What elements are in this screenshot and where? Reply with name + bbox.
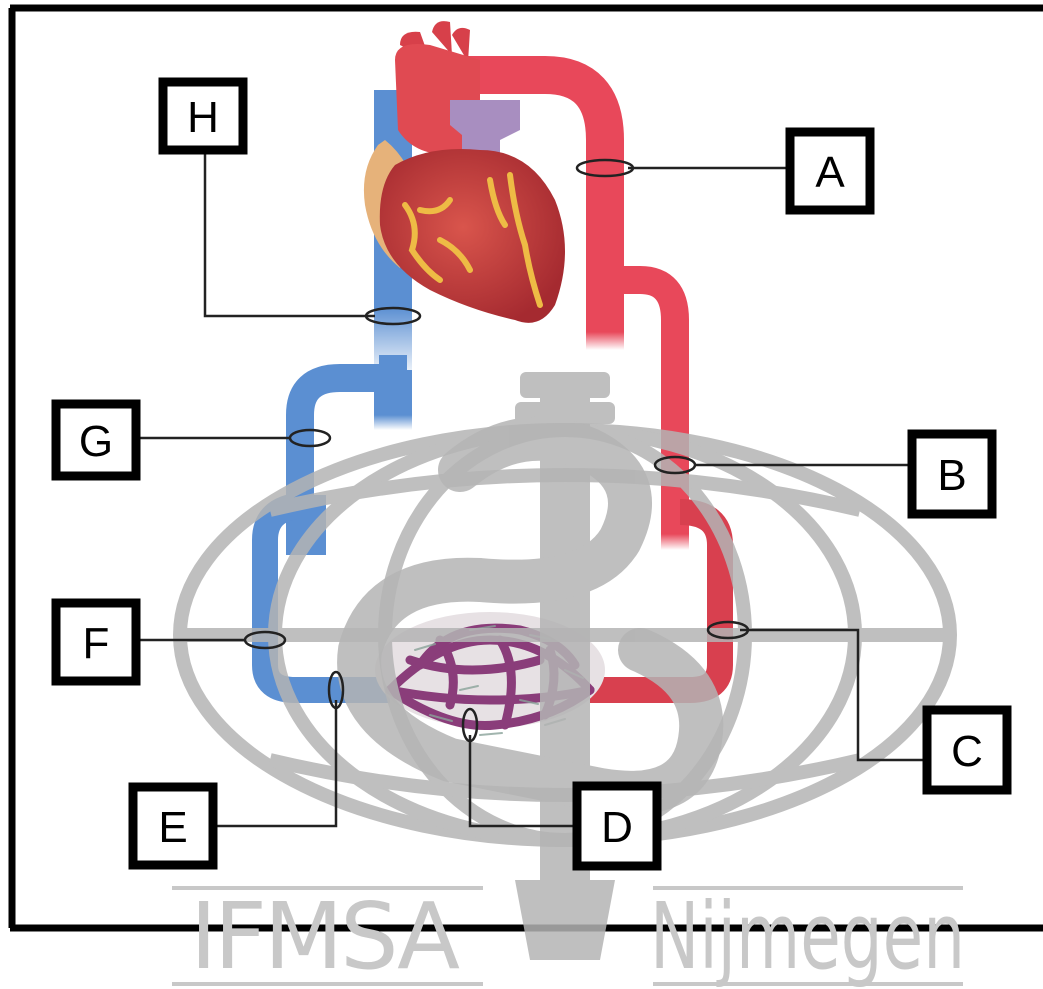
- vein-g-stub: [374, 370, 412, 430]
- label-box-h: H: [163, 82, 243, 150]
- label-box-f: F: [56, 603, 136, 681]
- label-box-b: B: [912, 434, 992, 514]
- label-box-g: G: [56, 404, 136, 476]
- label-f-text: F: [83, 619, 110, 668]
- label-box-e: E: [133, 787, 213, 865]
- label-box-d: D: [577, 786, 657, 866]
- label-box-a: A: [790, 132, 870, 210]
- label-g-text: G: [79, 417, 113, 466]
- label-b-text: B: [937, 451, 966, 500]
- label-c-text: C: [951, 727, 983, 776]
- label-box-c: C: [927, 710, 1007, 790]
- label-a-text: A: [815, 148, 845, 197]
- watermark-left-text: IFMSA: [190, 883, 460, 989]
- label-e-text: E: [158, 803, 187, 852]
- label-d-text: D: [601, 803, 633, 852]
- label-h-text: H: [187, 93, 219, 142]
- watermark-right-text: Nijmegen: [650, 883, 965, 989]
